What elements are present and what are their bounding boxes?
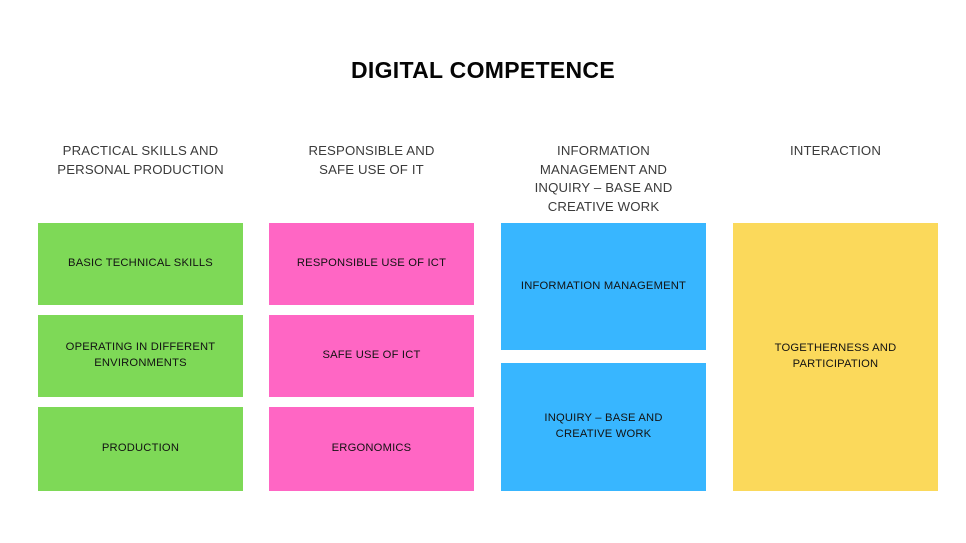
box-basic-technical-skills[interactable]: BASIC TECHNICAL SKILLS <box>38 223 243 305</box>
box-label: INFORMATION MANAGEMENT <box>520 279 687 292</box>
page-title: DIGITAL COMPETENCE <box>351 57 615 83</box>
boxes-interaction: TOGETHERNESS AND PARTICIPATION <box>733 223 938 491</box>
column-header-interaction: INTERACTION <box>789 143 882 158</box>
box-label: ERGONOMICS <box>331 442 412 455</box>
column-information-management: INFORMATION MANAGEMENT AND INQUIRY – BAS… <box>501 0 706 543</box>
box-production[interactable]: PRODUCTION <box>38 407 243 491</box>
box-safe-use-of-ict[interactable]: SAFE USE OF ICT <box>269 315 474 397</box>
column-header-responsible-safe-use: RESPONSIBLE AND SAFE USE OF IT <box>308 143 435 177</box>
column-header-information-management: INFORMATION MANAGEMENT AND INQUIRY – BAS… <box>534 143 673 214</box>
box-ergonomics[interactable]: ERGONOMICS <box>269 407 474 491</box>
box-label: RESPONSIBLE USE OF ICT <box>296 257 447 270</box>
boxes-responsible-safe-use: RESPONSIBLE USE OF ICT SAFE USE OF ICT E… <box>269 223 474 491</box>
box-operating-in-different-environments[interactable]: OPERATING IN DIFFERENT ENVIRONMENTS <box>38 315 243 397</box>
box-label: SAFE USE OF ICT <box>322 349 421 362</box>
box-label: PRODUCTION <box>101 442 180 455</box>
column-practical-skills: PRACTICAL SKILLS AND PERSONAL PRODUCTION… <box>38 0 243 543</box>
box-togetherness-and-participation[interactable]: TOGETHERNESS AND PARTICIPATION <box>733 223 938 491</box>
box-responsible-use-of-ict[interactable]: RESPONSIBLE USE OF ICT <box>269 223 474 305</box>
box-label: OPERATING IN DIFFERENT ENVIRONMENTS <box>65 341 216 369</box>
boxes-information-management: INFORMATION MANAGEMENT INQUIRY – BASE AN… <box>501 223 706 491</box>
box-label: INQUIRY – BASE AND CREATIVE WORK <box>544 412 663 440</box>
box-label: TOGETHERNESS AND PARTICIPATION <box>774 342 897 370</box>
box-information-management[interactable]: INFORMATION MANAGEMENT <box>501 223 706 350</box>
box-inquiry-base-and-creative-work[interactable]: INQUIRY – BASE AND CREATIVE WORK <box>501 363 706 491</box>
column-interaction: INTERACTION TOGETHERNESS AND PARTICIPATI… <box>733 0 938 543</box>
column-responsible-safe-use: RESPONSIBLE AND SAFE USE OF IT RESPONSIB… <box>269 0 474 543</box>
column-header-practical-skills: PRACTICAL SKILLS AND PERSONAL PRODUCTION <box>57 143 224 177</box>
boxes-practical-skills: BASIC TECHNICAL SKILLS OPERATING IN DIFF… <box>38 223 243 491</box>
box-label: BASIC TECHNICAL SKILLS <box>68 257 213 270</box>
